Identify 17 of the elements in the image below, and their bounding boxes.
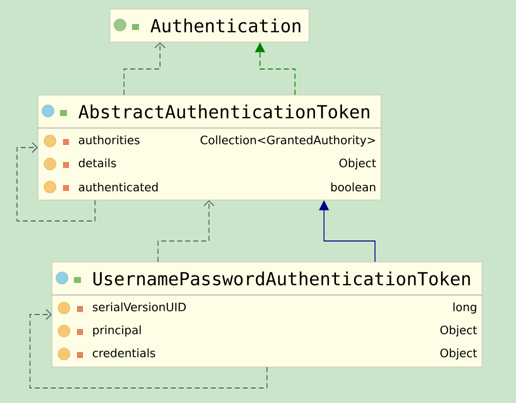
field-type: long <box>453 302 476 314</box>
field-name: authenticated <box>78 182 158 192</box>
field-name: principal <box>93 325 141 337</box>
field-type: Object <box>339 158 376 170</box>
field-name: details <box>78 158 116 168</box>
arrow <box>16 142 96 222</box>
field-name: serialVersionUID <box>92 302 186 312</box>
field-type: boolean <box>331 182 376 192</box>
field-type: Object <box>440 348 477 360</box>
field-name: credentials <box>92 348 156 358</box>
arrow <box>124 42 166 96</box>
arrow <box>158 200 214 262</box>
class-box: Authentication <box>110 8 310 42</box>
field-name: authorities <box>78 135 140 144</box>
arrow <box>30 309 268 388</box>
field-type: Object <box>440 325 477 337</box>
field-type: Collection<GrantedAuthority> <box>200 135 375 147</box>
